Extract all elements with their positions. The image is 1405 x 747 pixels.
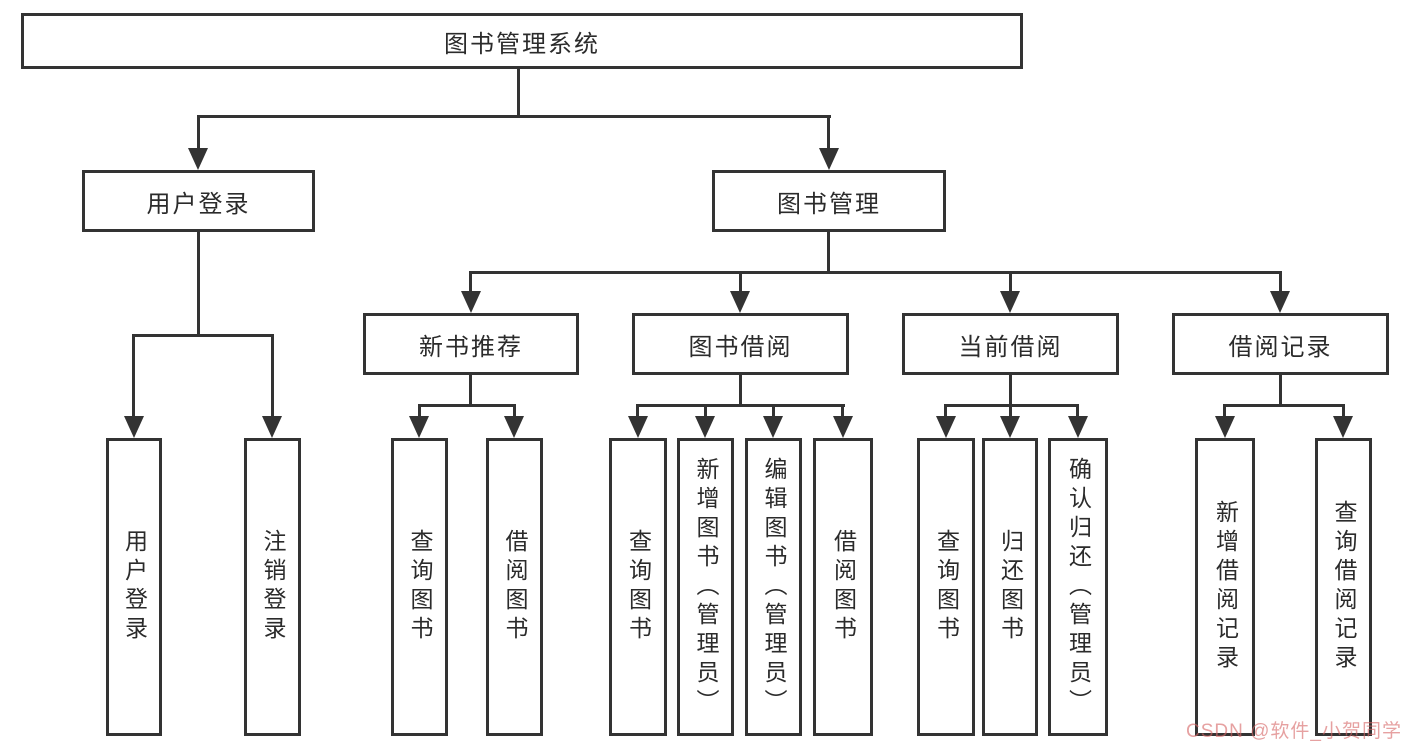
line [1279,375,1282,407]
line [841,404,844,416]
line [271,334,274,416]
arrow-down-icon [409,416,429,438]
line [1009,404,1012,416]
line [197,115,831,118]
line [513,404,516,416]
line [827,115,830,148]
arrow-down-icon [833,416,853,438]
arrow-down-icon [695,416,715,438]
node-current-borrow: 当前借阅 [902,313,1119,375]
arrow-down-icon [1068,416,1088,438]
arrow-down-icon [1000,416,1020,438]
line [1279,271,1282,291]
line [1342,404,1345,416]
line [197,232,200,337]
line [944,404,947,416]
node-book-management: 图书管理 [712,170,946,232]
line [418,404,421,416]
leaf-recommend-borrow-book: 借阅图书 [486,438,543,736]
arrow-down-icon [763,416,783,438]
line [1009,375,1012,407]
node-user-login: 用户登录 [82,170,315,232]
line [469,375,472,407]
leaf-edit-book-admin: 编辑图书（管理员） [745,438,802,736]
leaf-user-login: 用户登录 [106,438,162,736]
line [132,334,135,416]
leaf-query-borrow-record: 查询借阅记录 [1315,438,1372,736]
leaf-add-borrow-record: 新增借阅记录 [1195,438,1255,736]
node-root-system: 图书管理系统 [21,13,1023,69]
line [772,404,775,416]
arrow-down-icon [1215,416,1235,438]
leaf-recommend-query-book: 查询图书 [391,438,448,736]
line [739,375,742,407]
arrow-down-icon [461,291,481,313]
leaf-confirm-return-admin: 确认归还（管理员） [1048,438,1108,736]
line [469,271,472,291]
arrow-down-icon [1270,291,1290,313]
line [418,404,516,407]
line [1076,404,1079,416]
arrow-down-icon [730,291,750,313]
csdn-watermark: CSDN @软件_小贺同学 [1186,721,1402,742]
line [827,232,830,274]
arrow-down-icon [936,416,956,438]
arrow-down-icon [819,148,839,170]
line [132,334,274,337]
node-borrow-records: 借阅记录 [1172,313,1389,375]
line [1223,404,1345,407]
arrow-down-icon [628,416,648,438]
line [197,115,200,148]
line [704,404,707,416]
arrow-down-icon [262,416,282,438]
line [1009,271,1012,291]
line [636,404,845,407]
leaf-add-book-admin: 新增图书（管理员） [677,438,734,736]
leaf-borrow-query-book: 查询图书 [609,438,667,736]
arrow-down-icon [1000,291,1020,313]
leaf-logout: 注销登录 [244,438,301,736]
leaf-return-book: 归还图书 [982,438,1038,736]
line [517,69,520,117]
node-new-book-recommend: 新书推荐 [363,313,579,375]
node-book-borrow: 图书借阅 [632,313,849,375]
arrow-down-icon [188,148,208,170]
line [636,404,639,416]
line [739,271,742,291]
arrow-down-icon [504,416,524,438]
arrow-down-icon [124,416,144,438]
arrow-down-icon [1333,416,1353,438]
leaf-borrow-book: 借阅图书 [813,438,873,736]
leaf-current-query-book: 查询图书 [917,438,975,736]
line [469,271,1282,274]
line [1223,404,1226,416]
